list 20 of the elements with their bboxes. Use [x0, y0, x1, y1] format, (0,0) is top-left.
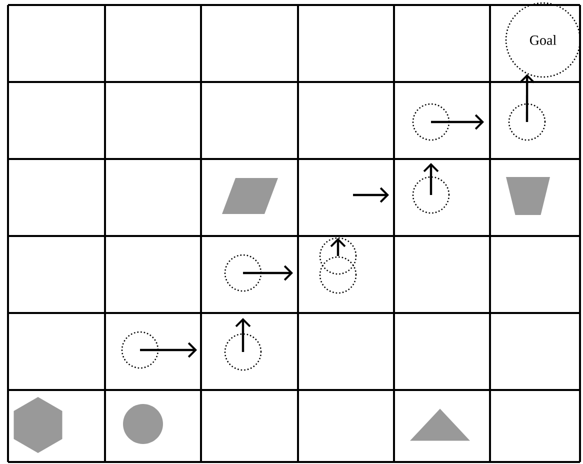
arrow [423, 163, 439, 195]
trapezoid-obstacle [506, 177, 550, 215]
hexagon-obstacle [14, 397, 62, 453]
parallelogram-obstacle [222, 178, 278, 214]
arrow [519, 74, 535, 122]
arrow [243, 265, 293, 281]
arrow [330, 238, 346, 256]
circle-marker [121, 331, 159, 369]
circle-marker [412, 176, 450, 214]
circle-marker [508, 103, 546, 141]
arrow [140, 342, 197, 358]
circle-marker [319, 237, 357, 275]
circle-marker [412, 103, 450, 141]
circle-marker [123, 404, 163, 444]
circle-marker [319, 256, 357, 294]
triangle-obstacle [410, 408, 470, 441]
circle-marker [224, 254, 262, 292]
arrow [235, 318, 251, 352]
circle-marker [224, 333, 262, 371]
arrow [431, 114, 484, 130]
